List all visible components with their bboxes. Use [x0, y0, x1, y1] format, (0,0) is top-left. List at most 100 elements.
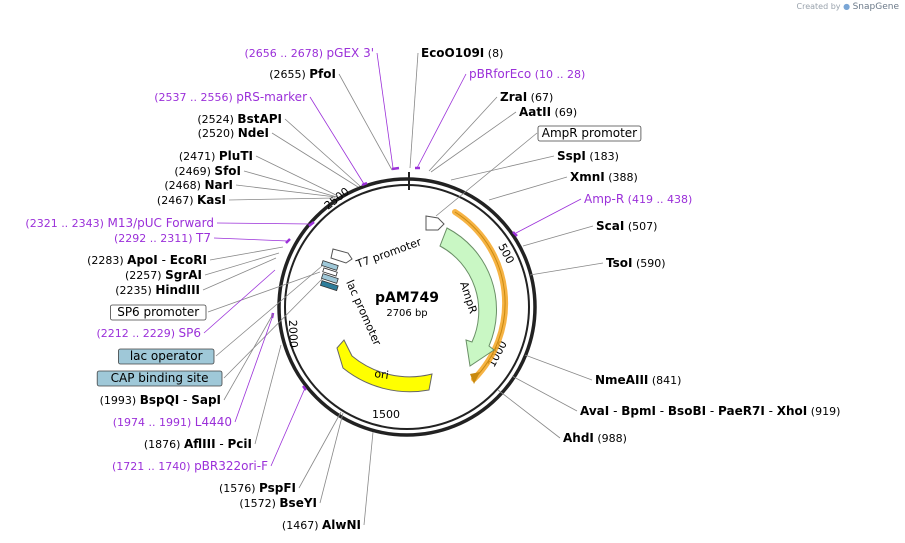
left-label-pbr322ori-f[interactable]: (1721 .. 1740) pBR322ori-F [112, 459, 268, 473]
label-position: (2468) [164, 179, 204, 192]
left-label-apoi[interactable]: (2283) ApoI - EcoRI [87, 253, 207, 267]
label-text: (2524) BstAPI [197, 112, 282, 126]
left-label-kasi[interactable]: (2467) KasI [157, 193, 226, 207]
connector-line [376, 52, 394, 169]
label-name: NmeAIII [595, 373, 648, 387]
left-label-bstapi[interactable]: (2524) BstAPI [197, 112, 282, 126]
right-label-scai[interactable]: ScaI (507) [596, 219, 657, 233]
right-label-nmeaiii[interactable]: NmeAIII (841) [595, 373, 681, 387]
left-label-t7[interactable]: (2292 .. 2311) T7 [114, 231, 211, 245]
label-separator: - [216, 437, 228, 451]
feature-label-text: SP6 promoter [117, 305, 199, 319]
label-text: EcoO109I (8) [421, 46, 503, 60]
left-label-m13-puc-forward[interactable]: (2321 .. 2343) M13/pUC Forward [25, 216, 214, 230]
label-text: (1993) BspQI - SapI [100, 393, 221, 407]
label-connectors [202, 52, 604, 526]
right-label-xmni[interactable]: XmnI (388) [570, 170, 638, 184]
connector-line [363, 431, 374, 526]
backbone-inner-ring [284, 184, 530, 430]
right-label-avai[interactable]: AvaI - BpmI - BsoBI - PaeR7I - XhoI (919… [580, 404, 840, 418]
feature-label-text: AmpR promoter [542, 126, 637, 140]
lac-promoter-label: lac promoter [343, 278, 384, 348]
label-separator: - [179, 393, 191, 407]
label-name: BpmI [621, 404, 656, 418]
label-position: (841) [648, 374, 681, 387]
label-position: (1876) [144, 438, 184, 451]
label-position: (2292 .. 2311) [114, 232, 196, 245]
left-label-nari[interactable]: (2468) NarI [164, 178, 233, 192]
connector-line [319, 412, 344, 504]
left-label-bspqi[interactable]: (1993) BspQI - SapI [100, 393, 221, 407]
left-label-hindiii[interactable]: (2235) HindIII [115, 283, 200, 297]
left-label-bseyi[interactable]: (1572) BseYI [239, 496, 317, 510]
left-label-afliii[interactable]: (1876) AflIII - PciI [144, 437, 252, 451]
right-label-sspi[interactable]: SspI (183) [557, 149, 619, 163]
left-label-sgrai[interactable]: (2257) SgrAI [125, 268, 202, 282]
right-labels: EcoO109I (8) pBRforEco (10 .. 28) ZraI (67… [421, 46, 840, 445]
right-label-amp-r[interactable]: Amp-R (419 .. 438) [584, 192, 692, 206]
label-text: (2656 .. 2678) pGEX 3' [244, 46, 374, 60]
label-name: PaeR7I [718, 404, 765, 418]
left-label-pspfi[interactable]: (1576) PspFI [219, 481, 296, 495]
right-label-ecoo109i[interactable]: EcoO109I (8) [421, 46, 503, 60]
label-text: (2468) NarI [164, 178, 233, 192]
label-position: (2235) [115, 284, 155, 297]
label-name-2: SapI [191, 393, 221, 407]
credit-prefix: Created by [796, 2, 841, 11]
left-label-pluti[interactable]: (2471) PluTI [179, 149, 253, 163]
ori-feature-arrow[interactable] [336, 339, 433, 393]
left-label-ndei[interactable]: (2520) NdeI [198, 126, 269, 140]
left-label-prs-marker[interactable]: (2537 .. 2556) pRS-marker [154, 90, 307, 104]
label-name-2: EcoRI [170, 253, 207, 267]
connector-line [515, 198, 582, 234]
connector-line [254, 344, 282, 445]
snapgene-logo-icon: ● [843, 2, 851, 11]
label-text: AatII (69) [519, 105, 577, 119]
label-name: M13/pUC Forward [107, 216, 214, 230]
label-position: (2257) [125, 269, 165, 282]
label-name: AvaI [580, 404, 609, 418]
label-position: (388) [605, 171, 638, 184]
label-name: SfoI [214, 164, 241, 178]
credit-brand: SnapGene [852, 2, 899, 12]
label-separator: - [765, 404, 777, 418]
label-name: PspFI [259, 481, 296, 495]
label-text: (1974 .. 1991) L4440 [113, 415, 232, 429]
right-label-ampr-promoter[interactable]: AmpR promoter [537, 125, 642, 142]
label-name: PfoI [309, 67, 336, 81]
label-text: (1467) AlwNI [282, 518, 361, 532]
connector-line [524, 354, 593, 381]
label-text: pBRforEco (10 .. 28) [469, 67, 585, 81]
right-label-pbrforeco[interactable]: pBRforEco (10 .. 28) [469, 67, 585, 81]
left-label-cap-binding-site[interactable]: CAP binding site [96, 370, 223, 387]
snapgene-credit: Created by ● SnapGene [797, 2, 900, 12]
right-label-ahdi[interactable]: AhdI (988) [563, 431, 627, 445]
label-name: pRS-marker [236, 90, 307, 104]
label-text: (2257) SgrAI [125, 268, 202, 282]
label-position: (67) [527, 91, 553, 104]
label-name: PluTI [219, 149, 253, 163]
left-label-l4440[interactable]: (1974 .. 1991) L4440 [113, 415, 232, 429]
left-label-alwni[interactable]: (1467) AlwNI [282, 518, 361, 532]
left-label-lac-operator[interactable]: lac operator [118, 348, 215, 365]
label-position: (2469) [174, 165, 214, 178]
label-position: (2321 .. 2343) [25, 217, 107, 230]
label-name: NdeI [238, 126, 269, 140]
connector-line [202, 257, 277, 291]
right-label-aatii[interactable]: AatII (69) [519, 105, 577, 119]
label-text: AhdI (988) [563, 431, 627, 445]
right-label-zrai[interactable]: ZraI (67) [500, 90, 553, 104]
left-label-sp6-promoter[interactable]: SP6 promoter [110, 304, 207, 321]
label-name: BseYI [279, 496, 317, 510]
label-name: HindIII [155, 283, 200, 297]
connector-line [203, 269, 276, 334]
label-position: (507) [624, 220, 657, 233]
ampr-feature-arrow[interactable] [439, 227, 498, 367]
connector-line [255, 155, 339, 197]
connector-line [207, 271, 321, 313]
right-label-tsoi[interactable]: TsoI (590) [606, 256, 666, 270]
left-label-pgex-3-[interactable]: (2656 .. 2678) pGEX 3' [244, 46, 374, 60]
left-label-pfoi[interactable]: (2655) PfoI [269, 67, 336, 81]
left-label-sfoi[interactable]: (2469) SfoI [174, 164, 241, 178]
left-label-sp6[interactable]: (2212 .. 2229) SP6 [96, 326, 201, 340]
